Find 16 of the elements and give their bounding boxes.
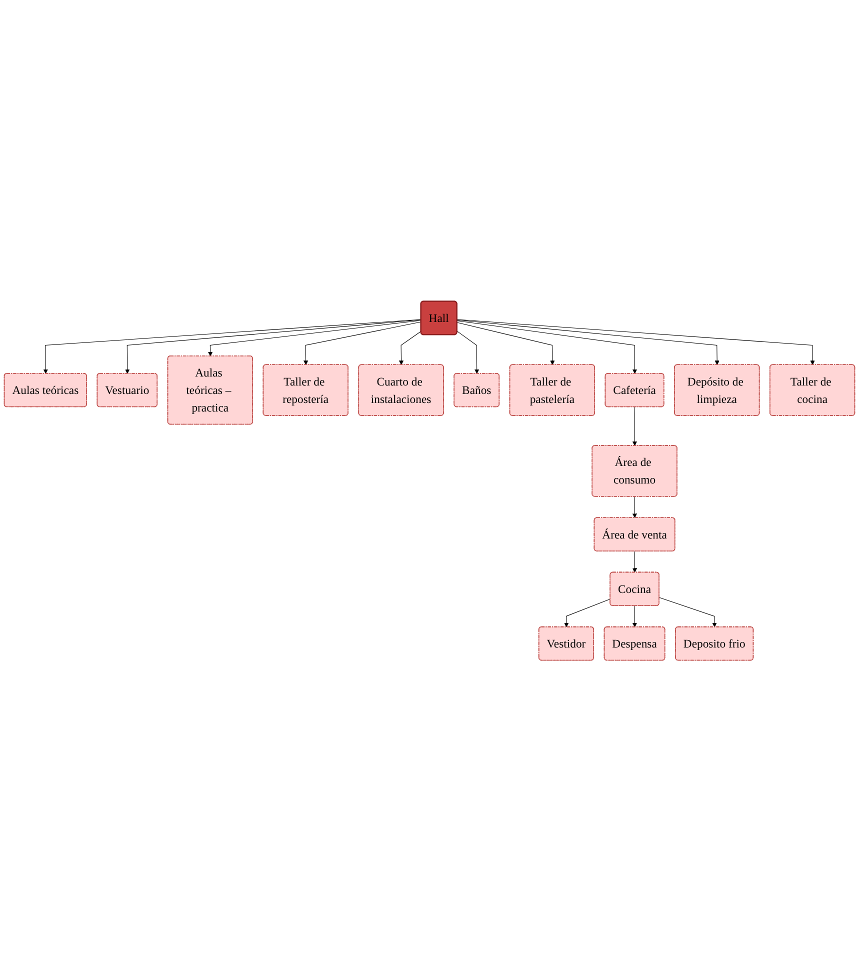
arrow — [43, 319, 422, 374]
arrow — [632, 551, 638, 573]
arrow — [456, 320, 720, 366]
arrow — [659, 598, 717, 628]
arrow — [303, 322, 422, 366]
arrow — [564, 598, 611, 628]
arrow — [632, 407, 638, 446]
arrow — [398, 331, 422, 366]
arrow — [632, 606, 638, 628]
arrow — [456, 320, 815, 366]
arrow — [632, 496, 638, 518]
arrow — [456, 331, 480, 374]
arrow — [456, 320, 638, 374]
arrow — [125, 320, 422, 374]
arrow — [456, 322, 555, 366]
arrow — [208, 320, 422, 357]
